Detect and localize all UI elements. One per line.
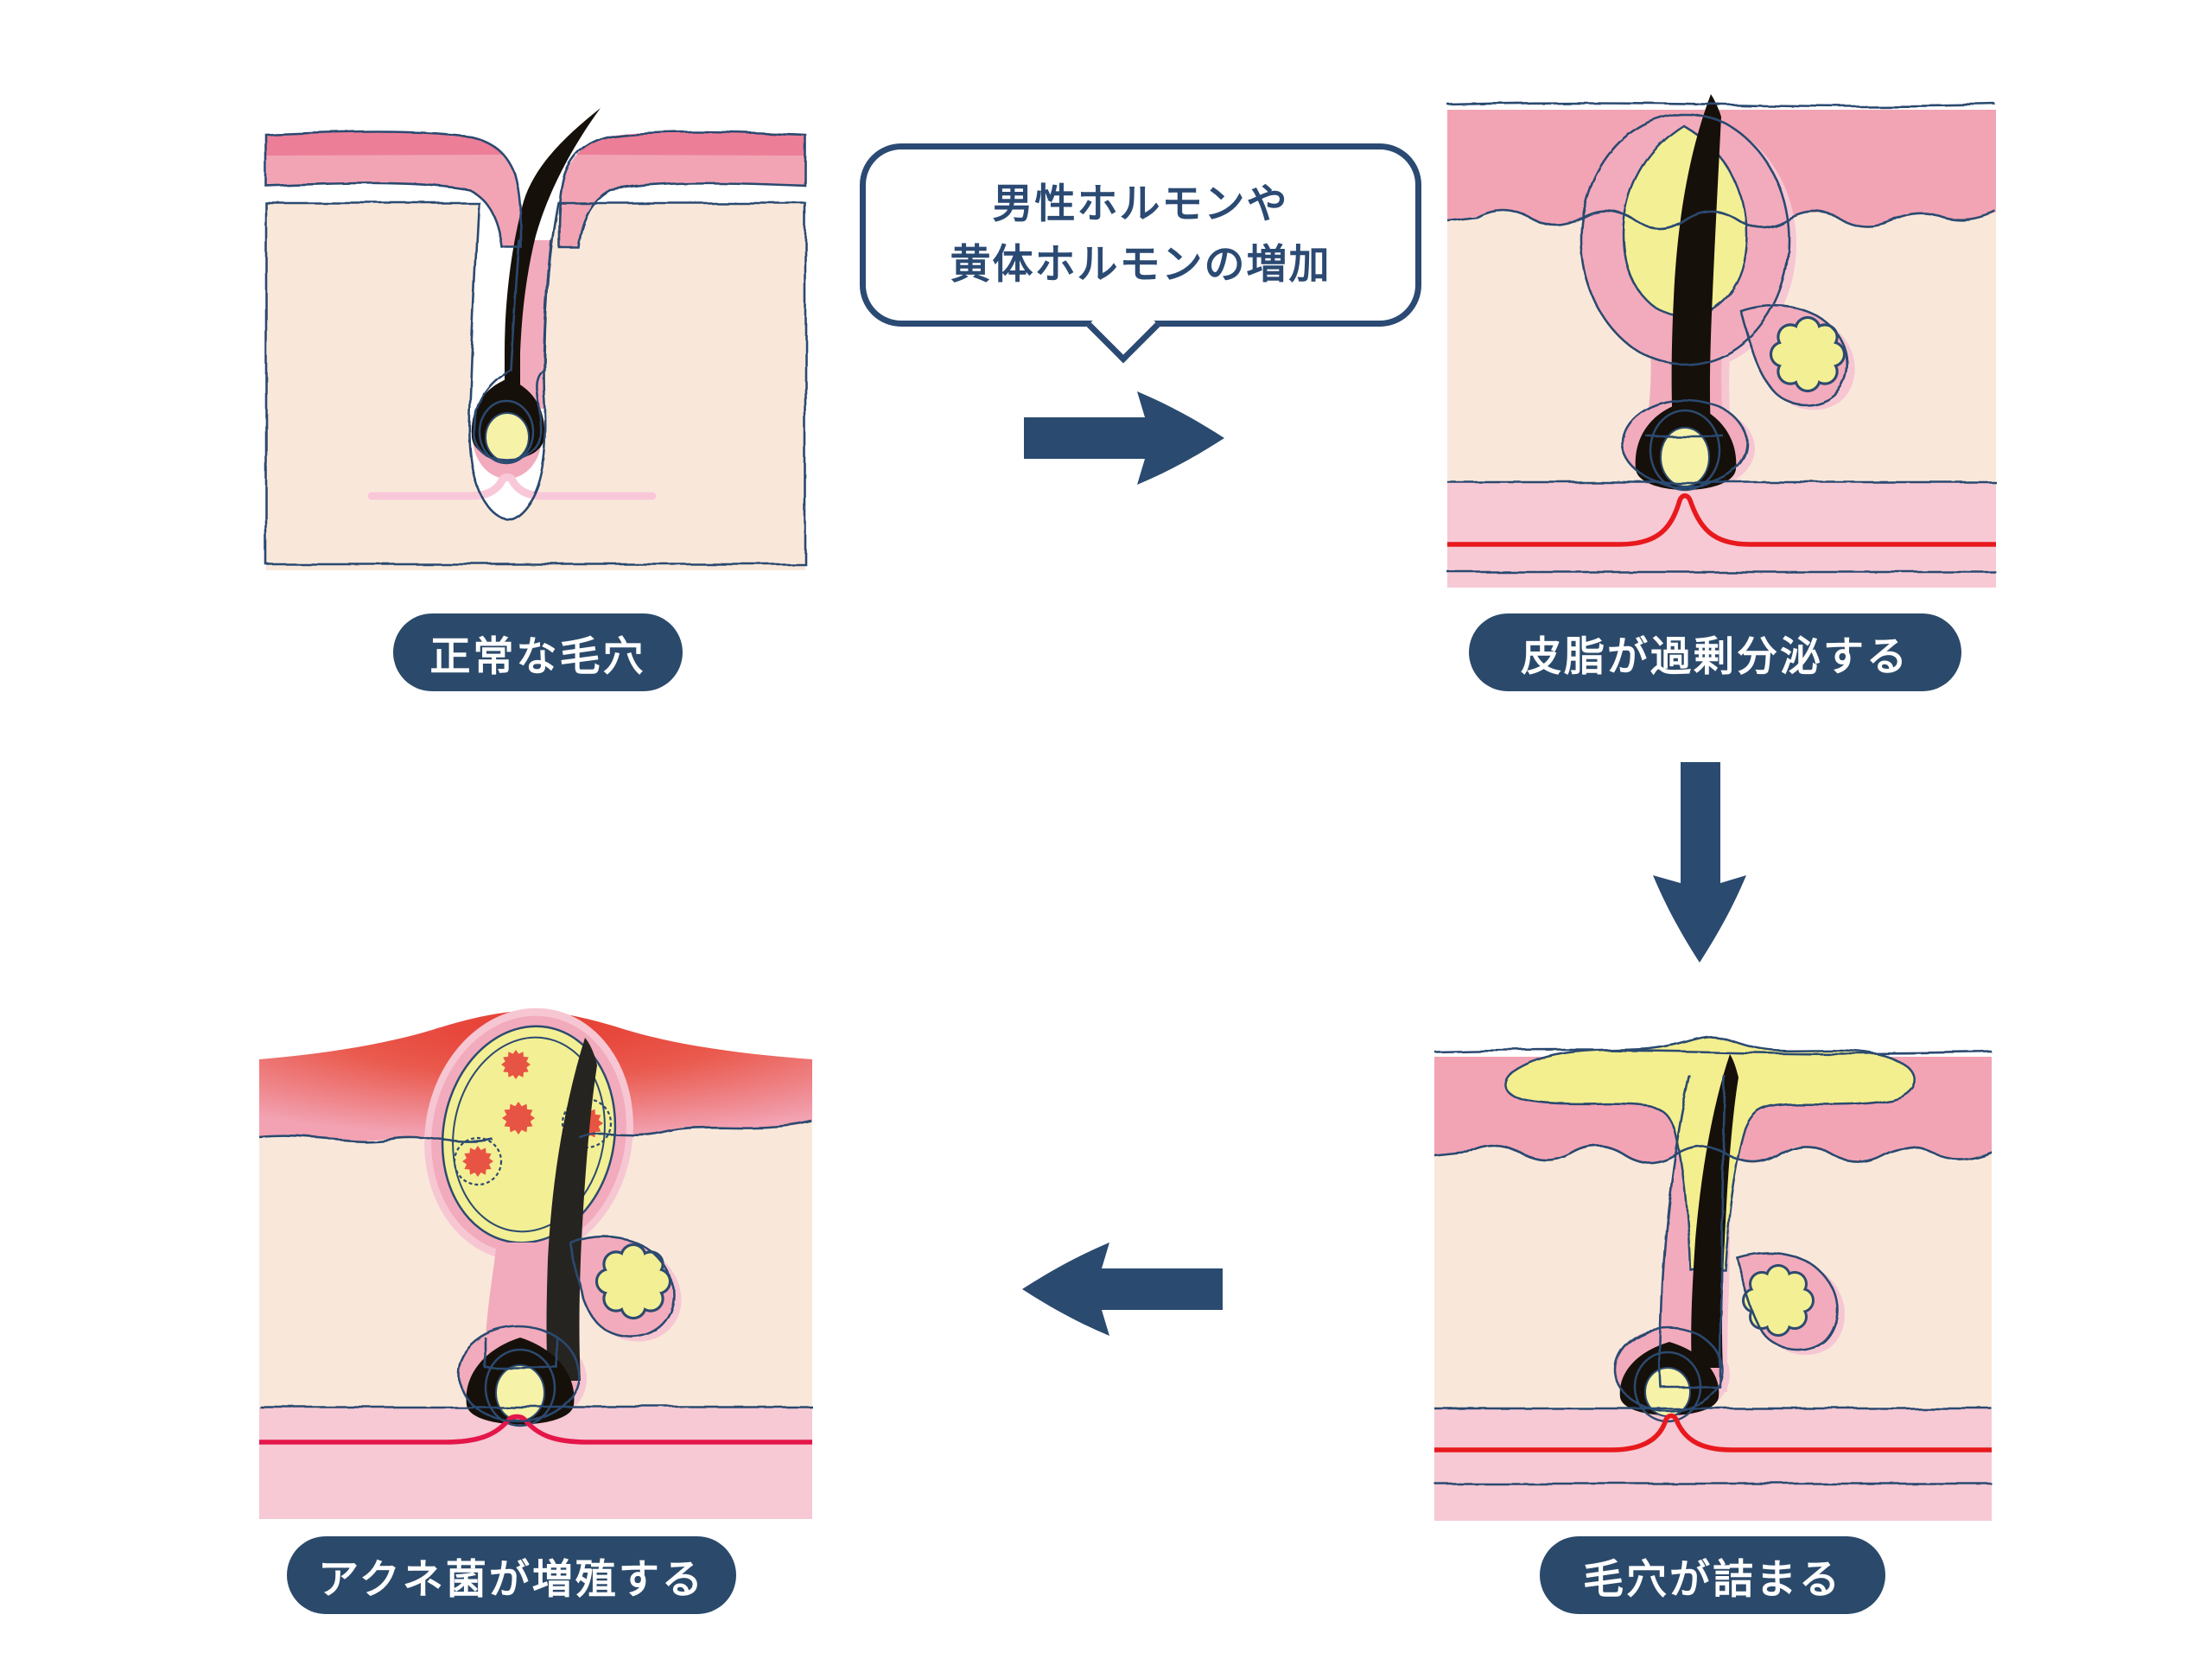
hair-shaft xyxy=(1691,1054,1738,1368)
bubble-text-line2: 黄体ホルモンの増加 xyxy=(950,241,1332,289)
navy-outlines xyxy=(1433,1048,1993,1485)
epidermis-stripe-left xyxy=(266,131,504,156)
stage-label-text: 皮脂が過剰分泌する xyxy=(1521,632,1910,681)
blood-vessel xyxy=(1447,493,1996,547)
hormone-increase-bubble: 男性ホルモンや 黄体ホルモンの増加 xyxy=(860,143,1421,364)
papilla-outline xyxy=(1649,409,1721,492)
papilla xyxy=(485,412,530,462)
epidermis-right xyxy=(559,131,805,247)
stage-label-text: 毛穴が詰まる xyxy=(1583,1555,1842,1604)
navy-outlines xyxy=(258,1120,813,1423)
navy-outlines xyxy=(1446,101,1997,574)
bubble-tail xyxy=(1086,289,1160,364)
subcutis-band xyxy=(1447,482,1996,588)
papilla-outline xyxy=(478,399,535,465)
papilla-outline xyxy=(484,1348,556,1427)
stage-label-text: 正常な毛穴 xyxy=(429,632,646,681)
arrow-right-icon xyxy=(1024,391,1224,485)
sebaceous-gland-lobes xyxy=(594,1243,672,1320)
navy-outlines xyxy=(264,130,807,566)
papilla xyxy=(495,1364,545,1421)
stage-label-clogged-pore: 毛穴が詰まる xyxy=(1540,1536,1885,1614)
blood-vessel xyxy=(1434,1413,1992,1452)
epidermis-left xyxy=(266,131,521,247)
dermis-layer xyxy=(266,203,805,570)
bubble-text-line1: 男性ホルモンや xyxy=(992,180,1289,228)
arrow-down-icon xyxy=(1653,762,1746,963)
hair-shaft xyxy=(505,108,601,391)
stage-label-normal-pore: 正常な毛穴 xyxy=(393,613,683,691)
hair-shaft xyxy=(1671,94,1721,429)
epidermis-stripe-right xyxy=(576,131,805,156)
arrow-left-icon xyxy=(1022,1243,1223,1336)
stage-label-acne-bacteria: アクネ菌が増殖する xyxy=(287,1536,736,1614)
bacteria-ring xyxy=(453,1136,503,1186)
hair-shaft xyxy=(546,1038,597,1381)
blood-vessel xyxy=(259,1414,812,1445)
illustration-clogged-pore xyxy=(1433,1034,1993,1521)
comedo-inner-outline xyxy=(452,1036,606,1233)
illustration-normal-pore xyxy=(264,108,807,570)
illustration-excess-sebum xyxy=(1446,94,1997,588)
stage-label-excess-sebum: 皮脂が過剰分泌する xyxy=(1469,613,1961,691)
subcutis-band xyxy=(1434,1408,1992,1521)
pale-blood-vessel xyxy=(367,473,657,500)
illustration-acne-bacteria xyxy=(258,1007,813,1519)
stage-label-text: アクネ菌が増殖する xyxy=(318,1555,705,1604)
sebaceous-gland-lobes xyxy=(1742,1264,1815,1337)
sebaceous-gland-lobes xyxy=(1769,315,1847,393)
